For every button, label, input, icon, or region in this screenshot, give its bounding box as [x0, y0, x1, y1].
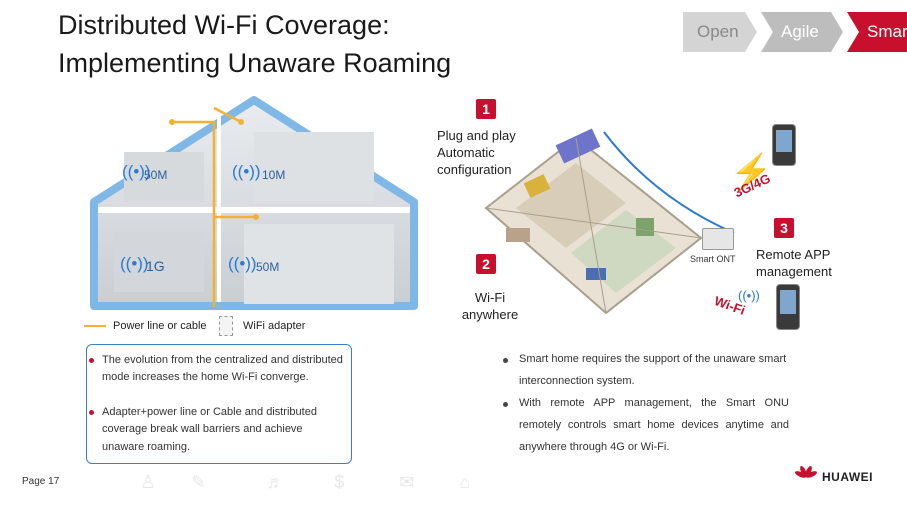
- bullet-marker: [89, 410, 94, 415]
- decorative-icon-row: ♙ ✎ ♬ $ ✉ ⌂: [140, 472, 471, 492]
- step-2-text: Wi-Fi anywhere: [458, 289, 522, 323]
- lightning-icon: ⚡: [730, 153, 773, 191]
- rate-label-10m: 10M: [262, 168, 286, 182]
- step-3-line: management: [756, 264, 832, 279]
- bullet-marker: [503, 402, 508, 407]
- bullet-marker: [503, 358, 508, 363]
- nav-open[interactable]: Open: [683, 12, 757, 52]
- power-line-legend-swatch: [84, 325, 106, 327]
- step-2-line: anywhere: [461, 307, 519, 322]
- page-title: Distributed Wi-Fi Coverage: Implementing…: [58, 6, 618, 82]
- floor-plan-illustration: [484, 128, 703, 315]
- step-1-line: Plug and play: [437, 128, 516, 143]
- nav-agile[interactable]: Agile: [761, 12, 843, 52]
- right-bullet-2: With remote APP management, the Smart ON…: [519, 397, 789, 453]
- step-3-text: Remote APP management: [756, 246, 832, 280]
- ont-label: Smart ONT: [690, 254, 736, 264]
- bullet-marker: [89, 358, 94, 363]
- wifi-signal-icon: ((•)): [228, 254, 257, 273]
- wifi-adapter-legend-label: WiFi adapter: [243, 320, 306, 332]
- step-1-badge: 1: [476, 99, 496, 119]
- rate-label-1g: 1G: [146, 258, 165, 274]
- left-bullet-1: The evolution from the centralized and d…: [102, 354, 343, 384]
- page-title-line2: Implementing Unaware Roaming: [58, 48, 452, 78]
- huawei-logo-icon: [795, 466, 817, 478]
- wifi-signal-icon: ((•)): [122, 162, 151, 181]
- phone-screen: [780, 290, 796, 314]
- stage-nav: Open Agile Smart: [683, 12, 907, 52]
- left-bullet-2: Adapter+power line or Cable and distribu…: [102, 406, 317, 453]
- step-3-badge: 3: [774, 218, 794, 238]
- step-1-text: Plug and play Automatic configuration: [437, 127, 516, 178]
- right-bullet-1: Smart home requires the support of the u…: [519, 353, 787, 387]
- house-illustration: [90, 96, 418, 310]
- wifi-signal-icon: ((•)): [232, 162, 261, 181]
- step-1-line: Automatic: [437, 145, 495, 160]
- step-3-line: Remote APP: [756, 247, 831, 262]
- page-title-line1: Distributed Wi-Fi Coverage:: [58, 10, 390, 40]
- ont-device-icon: [702, 228, 734, 250]
- left-bullet-box: [86, 344, 352, 464]
- step-1-line: configuration: [437, 162, 512, 177]
- phone-icon: [772, 124, 796, 166]
- page-number: Page 17: [22, 476, 60, 487]
- wifi-adapter-icon: [219, 316, 233, 336]
- step-2-badge: 2: [476, 254, 496, 274]
- nav-smart[interactable]: Smart: [847, 12, 907, 52]
- rate-label-50m-top: 50M: [144, 168, 168, 182]
- power-line: [169, 106, 259, 307]
- phone-screen: [776, 130, 792, 152]
- wifi-signal-icon: ((•)): [738, 288, 760, 303]
- rate-label-50m-bottom: 50M: [256, 260, 280, 274]
- step-2-line: Wi-Fi: [474, 290, 506, 305]
- power-line-legend-label: Power line or cable: [113, 320, 207, 332]
- brand-name: HUAWEI: [822, 470, 873, 484]
- phone-icon: [776, 284, 800, 330]
- signal-link-line: [603, 131, 735, 234]
- wifi-signal-icon: ((•)): [120, 254, 149, 273]
